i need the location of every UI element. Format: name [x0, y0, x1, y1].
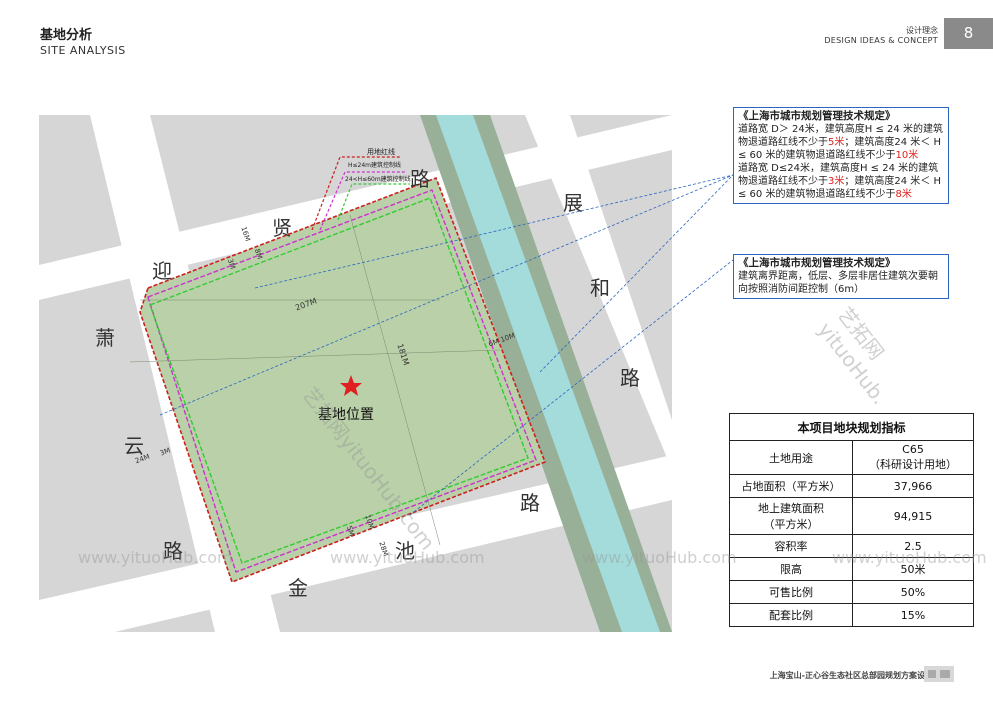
regulation-1-value-a: 5米 [828, 137, 845, 148]
regulation-1-text-d: ；建筑高度24 米＜ H ≤ 60 米的建筑物退道路红线不少于 [738, 176, 941, 200]
row-value: 15% [852, 603, 974, 627]
site-star-icon [340, 375, 362, 396]
footer-project-title: 上海宝山-正心谷生态社区总部园规划方案设计 [769, 671, 933, 680]
row-label: 地上建筑面积 （平方米） [729, 497, 853, 535]
regulation-2-title: 《上海市城市规划管理技术规定》 [738, 257, 896, 269]
row-value: 37,966 [852, 474, 974, 498]
legend-magenta: H≤24m建筑控制线 [348, 162, 402, 169]
road-char-ying: 迎 [152, 259, 172, 283]
table-row: 土地用途 C65 （科研设计用地） [729, 440, 974, 475]
row-label: 容积率 [729, 534, 853, 558]
row-label: 可售比例 [729, 580, 853, 604]
regulation-1-title: 《上海市城市规划管理技术规定》 [738, 110, 896, 122]
road-char-lu1: 路 [410, 167, 430, 191]
control-line-h24 [147, 189, 537, 573]
section-title-cn: 设计理念 [906, 26, 938, 35]
road-char-lu3: 路 [620, 366, 640, 390]
watermark-3: www.yituoHub.com [582, 548, 737, 567]
road-char-xian: 贤 [272, 216, 292, 240]
page-title: 基地分析 [40, 28, 93, 43]
road-zhanhe [525, 115, 672, 470]
row-value: 94,915 [852, 497, 974, 535]
logo-icon [924, 666, 954, 682]
control-line-h60 [149, 197, 529, 564]
table-row: 地上建筑面积 （平方米） 94,915 [729, 497, 974, 535]
leader-lines [159, 174, 734, 516]
row-value: 50% [852, 580, 974, 604]
page-subtitle: SITE ANALYSIS [40, 44, 126, 57]
road-char-jin: 金 [288, 576, 308, 600]
regulation-1-text-c: 道路宽 D≤24米，建筑高度H ≤ 24 米的建筑物退道路红线不少于 [738, 163, 939, 187]
watermark-1: www.yituoHub.com [78, 548, 233, 567]
table-row: 占地面积（平方米） 37,966 [729, 474, 974, 498]
indicators-title: 本项目地块规划指标 [729, 413, 974, 441]
site-parcel [139, 176, 547, 584]
watermark-4: www.yituoHub.com [832, 548, 987, 567]
row-label: 占地面积（平方米） [729, 474, 853, 498]
regulation-1-value-d: 8米 [895, 189, 912, 200]
road-yingxian [39, 115, 672, 300]
legend-green: 24<H≤60m建筑控制线 [345, 176, 411, 183]
regulation-1-value-c: 3米 [828, 176, 845, 187]
site-label: 基地位置 [318, 407, 374, 423]
table-row: 配套比例 15% [729, 603, 974, 627]
road-char-lu2: 路 [163, 539, 183, 563]
road-char-yun: 云 [124, 434, 144, 458]
legend-red: 用地红线 [367, 148, 395, 156]
road-char-chi: 池 [395, 539, 415, 563]
indicators-table: 本项目地块规划指标 土地用途 C65 （科研设计用地） 占地面积（平方米） 37… [729, 413, 974, 627]
regulation-box-2: 《上海市城市规划管理技术规定》 建筑离界距离，低层、多层非居住建筑次要朝向按照消… [733, 254, 949, 299]
page-number: 8 [944, 18, 993, 49]
road-char-zhan: 展 [563, 191, 583, 215]
road-char-xiao: 萧 [95, 326, 115, 350]
river [436, 115, 660, 632]
regulation-2-text: 建筑离界距离，低层、多层非居住建筑次要朝向按照消防间距控制（6m） [738, 271, 938, 295]
table-row: 容积率 2.5 [729, 534, 974, 558]
row-label: 限高 [729, 557, 853, 581]
row-label: 土地用途 [729, 440, 853, 475]
row-value: C65 （科研设计用地） [852, 440, 974, 475]
regulation-1-text-b: ；建筑高度24 米＜ H ≤ 60 米的建筑物退道路红线不少于 [738, 137, 941, 161]
row-label: 配套比例 [729, 603, 853, 627]
regulation-1-text-a: 道路宽 D＞ 24米，建筑高度H ≤ 24 米的建筑物退道路红线不少于 [738, 124, 943, 148]
table-row: 可售比例 50% [729, 580, 974, 604]
table-row: 限高 50米 [729, 557, 974, 581]
road-jinchi [39, 455, 672, 632]
section-title-en: DESIGN IDEAS & CONCEPT [824, 36, 938, 45]
road-char-lu4: 路 [520, 491, 540, 515]
watermark-2: www.yituoHub.com [330, 548, 485, 567]
regulation-box-1: 《上海市城市规划管理技术规定》 道路宽 D＞ 24米，建筑高度H ≤ 24 米的… [733, 107, 949, 204]
road-char-he: 和 [590, 276, 610, 300]
row-value: 50米 [852, 557, 974, 581]
regulation-1-value-b: 10米 [895, 150, 919, 161]
